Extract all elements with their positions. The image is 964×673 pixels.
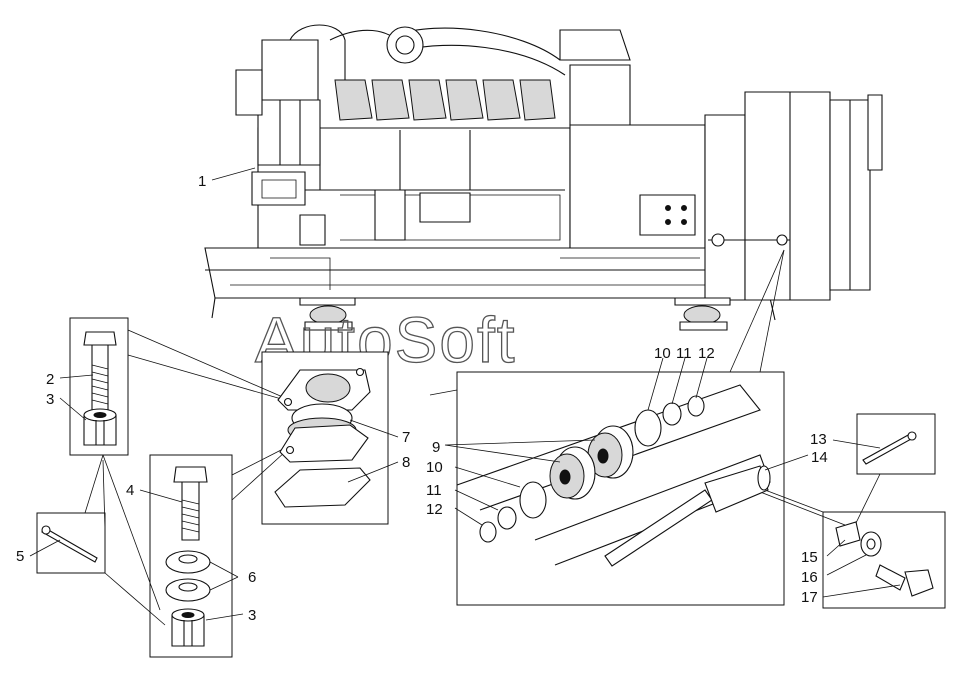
callout-10-upper: 10 xyxy=(654,345,671,362)
bolt-b xyxy=(173,466,208,541)
callout-2: 2 xyxy=(46,371,54,388)
cylinder-heads xyxy=(334,79,556,121)
callout-5: 5 xyxy=(16,548,24,565)
bolt-c xyxy=(875,564,934,597)
callout-labels: 1 2 3 4 5 6 3 7 8 9 10 11 12 10 11 12 13… xyxy=(16,173,828,624)
connector-lines xyxy=(84,249,881,626)
callout-11-lower: 11 xyxy=(426,482,442,499)
callout-7: 7 xyxy=(402,429,410,446)
callout-16: 16 xyxy=(801,569,818,586)
callout-8: 8 xyxy=(402,454,410,471)
callout-17: 17 xyxy=(801,589,818,606)
washer-c xyxy=(860,531,882,557)
engine-mount-right xyxy=(674,297,731,331)
castle-nut-c xyxy=(835,521,861,547)
callout-12-upper: 12 xyxy=(698,345,715,362)
engine-mount-left xyxy=(299,297,356,331)
callout-13: 13 xyxy=(810,431,827,448)
cotter-pin-a xyxy=(41,525,98,563)
leader-lines xyxy=(29,167,901,621)
engine-assembly xyxy=(204,24,883,331)
callout-9: 9 xyxy=(432,439,440,456)
bolt-a xyxy=(83,331,117,413)
callout-11-upper: 11 xyxy=(676,345,692,362)
callout-6: 6 xyxy=(248,569,256,586)
callout-15: 15 xyxy=(801,549,818,566)
callout-14: 14 xyxy=(811,449,828,466)
mount-pad xyxy=(277,367,371,463)
cushion-assembly xyxy=(456,384,771,567)
callout-3b: 3 xyxy=(248,607,256,624)
callout-10-lower: 10 xyxy=(426,459,443,476)
gasket xyxy=(274,467,371,508)
callout-12-lower: 12 xyxy=(426,501,443,518)
callout-3a: 3 xyxy=(46,391,54,408)
callout-4: 4 xyxy=(126,482,134,499)
castle-nut-a xyxy=(83,408,117,446)
castle-nut-b xyxy=(171,608,205,647)
cotter-pin-b xyxy=(862,431,917,465)
callout-1: 1 xyxy=(198,173,206,190)
